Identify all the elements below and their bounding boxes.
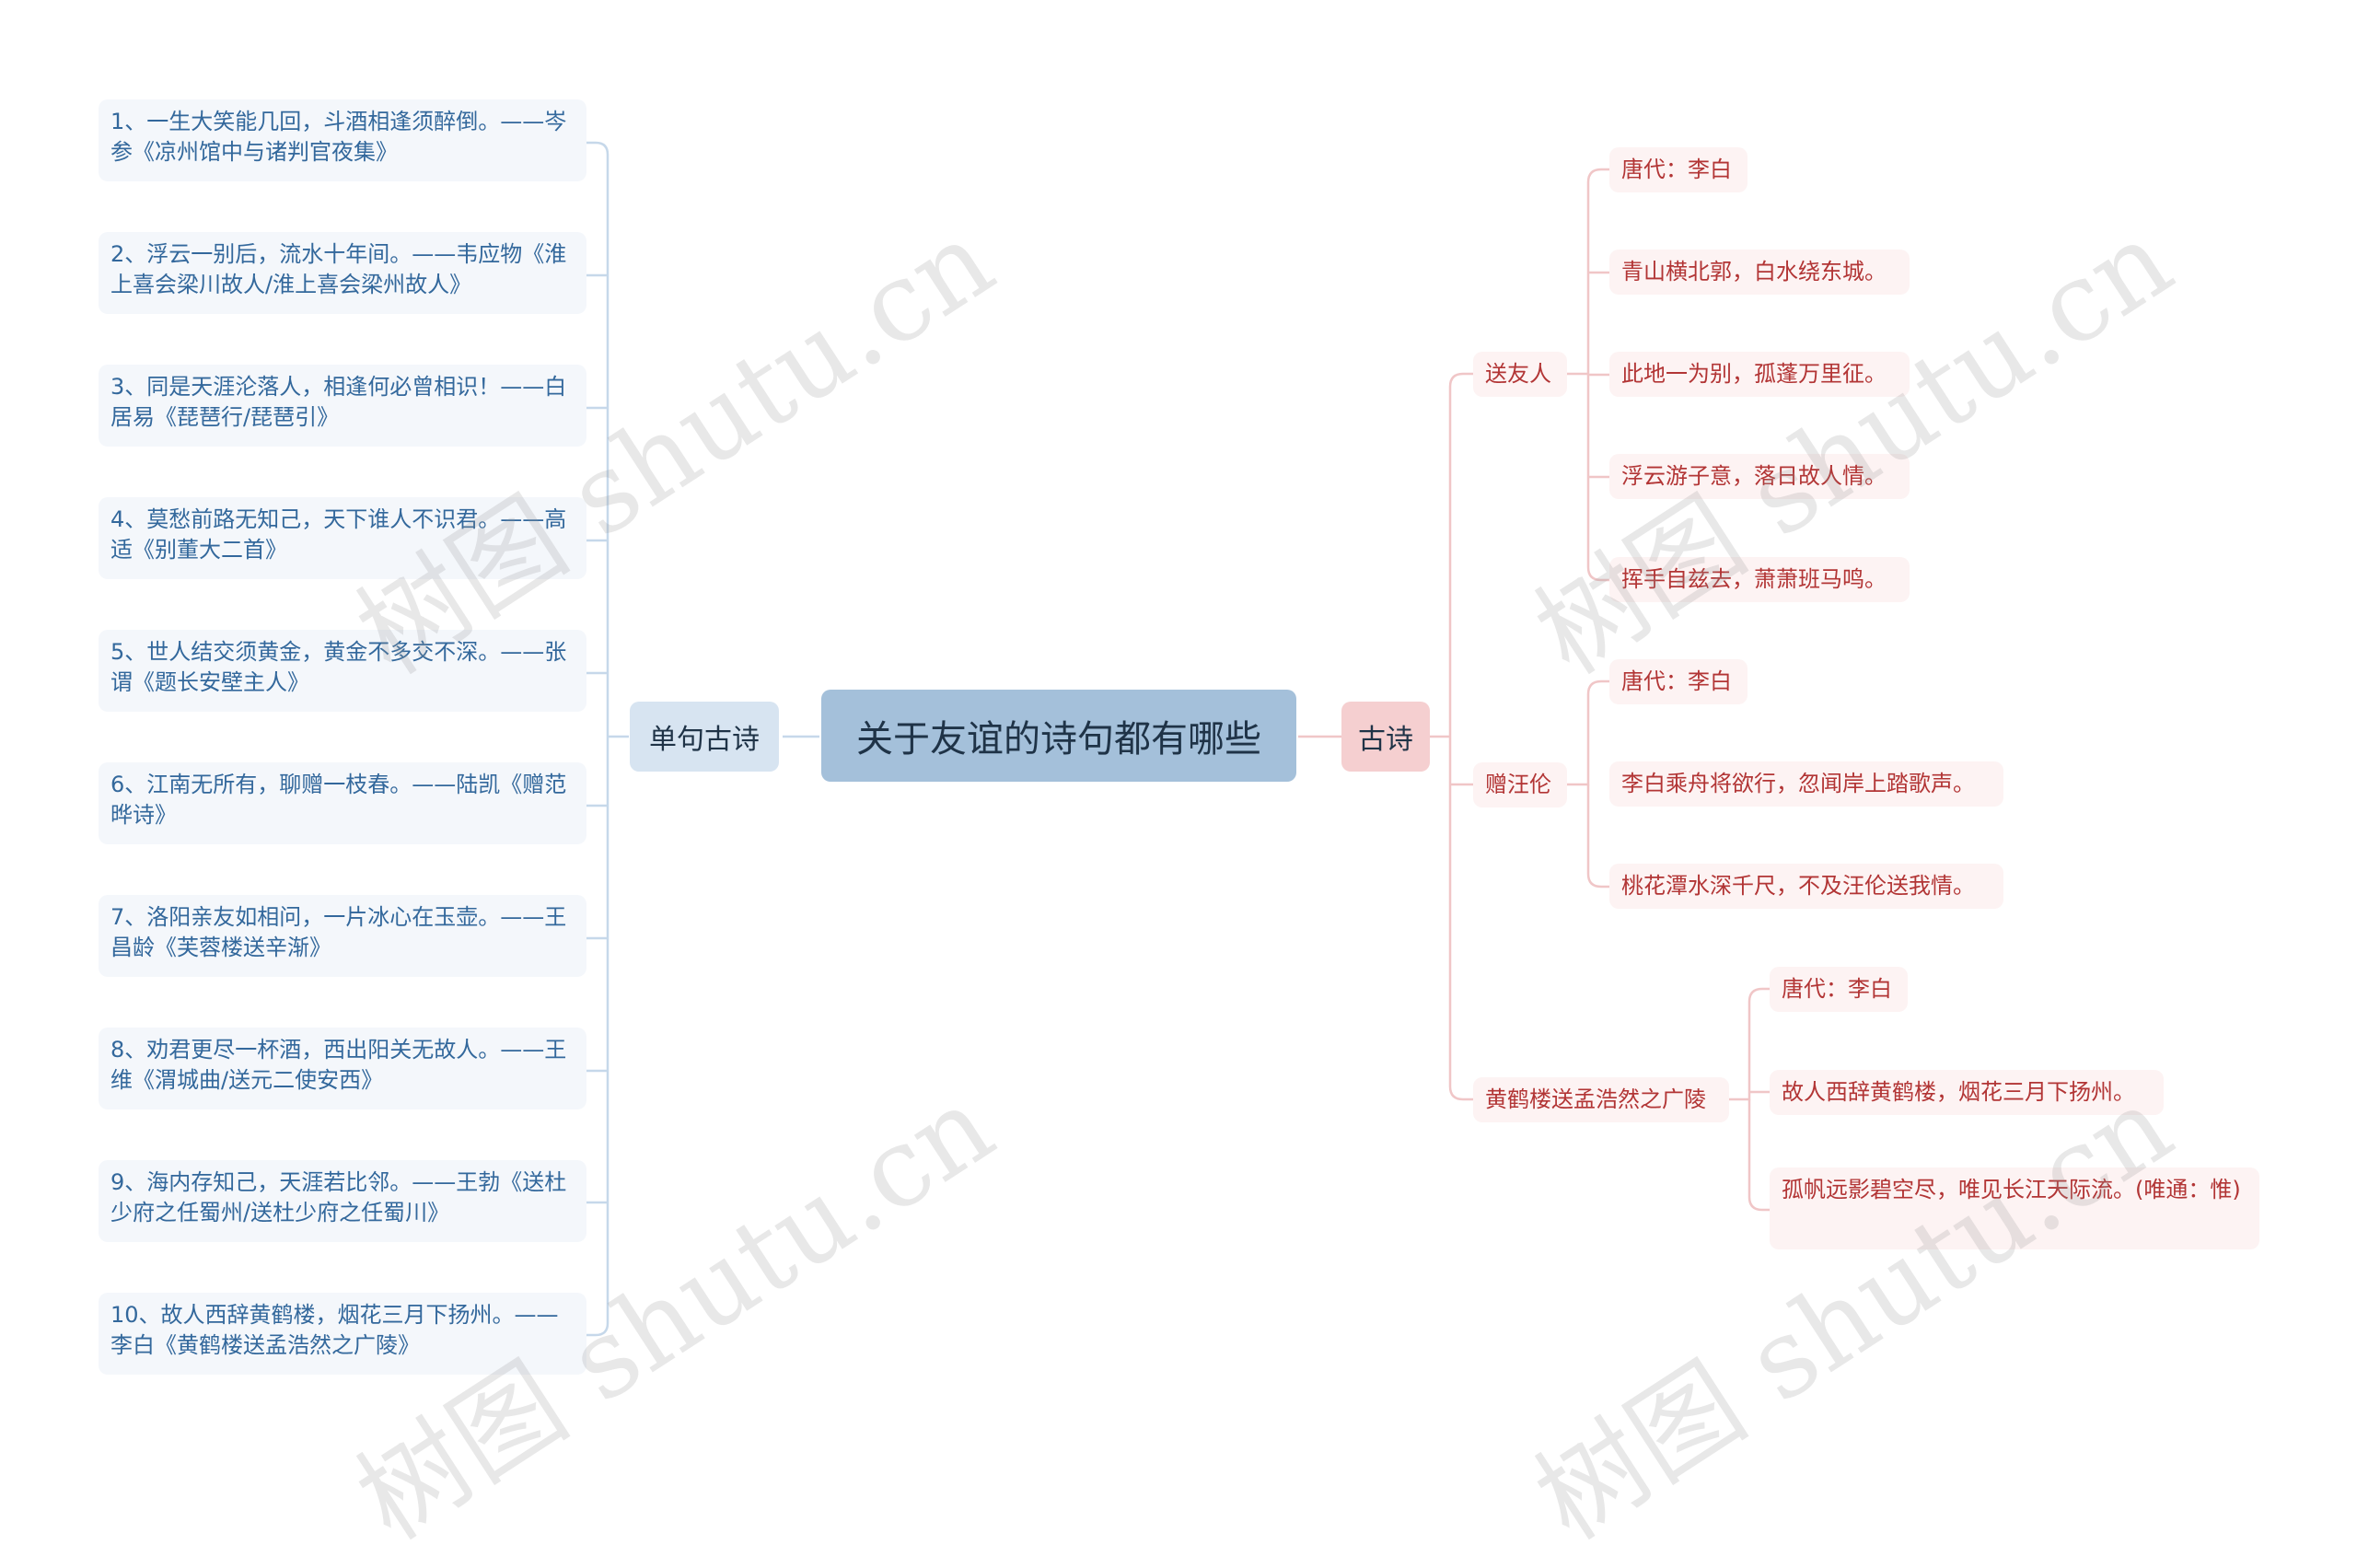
poem-line[interactable]: 挥手自兹去，萧萧班马鸣。: [1609, 557, 1910, 602]
poem-line[interactable]: 桃花潭水深千尺，不及汪伦送我情。: [1609, 864, 2003, 909]
list-item[interactable]: 10、故人西辞黄鹤楼，烟花三月下扬州。——李白《黄鹤楼送孟浩然之广陵》: [99, 1293, 586, 1375]
left-branch-node[interactable]: 单句古诗: [630, 702, 779, 772]
list-item[interactable]: 7、洛阳亲友如相问，一片冰心在玉壶。——王昌龄《芙蓉楼送辛渐》: [99, 895, 586, 977]
list-item[interactable]: 2、浮云一别后，流水十年间。——韦应物《淮上喜会梁川故人/淮上喜会梁州故人》: [99, 232, 586, 314]
right-branch-label: 古诗: [1358, 724, 1413, 756]
right-connectors: [1298, 168, 1770, 1212]
poem-line[interactable]: 故人西辞黄鹤楼，烟花三月下扬州。: [1770, 1070, 2164, 1115]
connector-lines: [586, 141, 1770, 1337]
root-node[interactable]: 关于友谊的诗句都有哪些: [821, 690, 1296, 782]
poem-line[interactable]: 唐代：李白: [1609, 659, 1747, 704]
poem-line[interactable]: 青山横北郭，白水绕东城。: [1609, 250, 1910, 295]
list-item[interactable]: 8、劝君更尽一杯酒，西出阳关无故人。——王维《渭城曲/送元二使安西》: [99, 1028, 586, 1109]
poem-title-node[interactable]: 赠汪伦: [1473, 762, 1567, 807]
poem-line[interactable]: 浮云游子意，落日故人情。: [1609, 454, 1910, 499]
poem-line[interactable]: 此地一为别，孤蓬万里征。: [1609, 352, 1910, 397]
left-connectors: [586, 141, 819, 1337]
poem-title-node[interactable]: 黄鹤楼送孟浩然之广陵: [1473, 1077, 1729, 1122]
list-item[interactable]: 5、世人结交须黄金，黄金不多交不深。——张谓《题长安壁主人》: [99, 630, 586, 712]
list-item[interactable]: 1、一生大笑能几回，斗酒相逢须醉倒。——岑参《凉州馆中与诸判官夜集》: [99, 99, 586, 181]
list-item[interactable]: 4、莫愁前路无知己，天下谁人不识君。——高适《别董大二首》: [99, 497, 586, 579]
list-item[interactable]: 9、海内存知己，天涯若比邻。——王勃《送杜少府之任蜀州/送杜少府之任蜀川》: [99, 1160, 586, 1242]
poem-line[interactable]: 孤帆远影碧空尽，唯见长江天际流。(唯通：惟): [1770, 1167, 2259, 1249]
right-branch-node[interactable]: 古诗: [1341, 702, 1430, 772]
poem-line[interactable]: 唐代：李白: [1609, 147, 1747, 192]
poem-title-node[interactable]: 送友人: [1473, 352, 1567, 397]
left-branch-label: 单句古诗: [649, 724, 760, 756]
poem-line[interactable]: 李白乘舟将欲行，忽闻岸上踏歌声。: [1609, 761, 2003, 807]
list-item[interactable]: 3、同是天涯沦落人，相逢何必曾相识！——白居易《琵琶行/琵琶引》: [99, 365, 586, 447]
poem-line[interactable]: 唐代：李白: [1770, 967, 1908, 1012]
list-item[interactable]: 6、江南无所有，聊赠一枝春。——陆凯《赠范晔诗》: [99, 762, 586, 844]
root-label: 关于友谊的诗句都有哪些: [856, 718, 1261, 761]
